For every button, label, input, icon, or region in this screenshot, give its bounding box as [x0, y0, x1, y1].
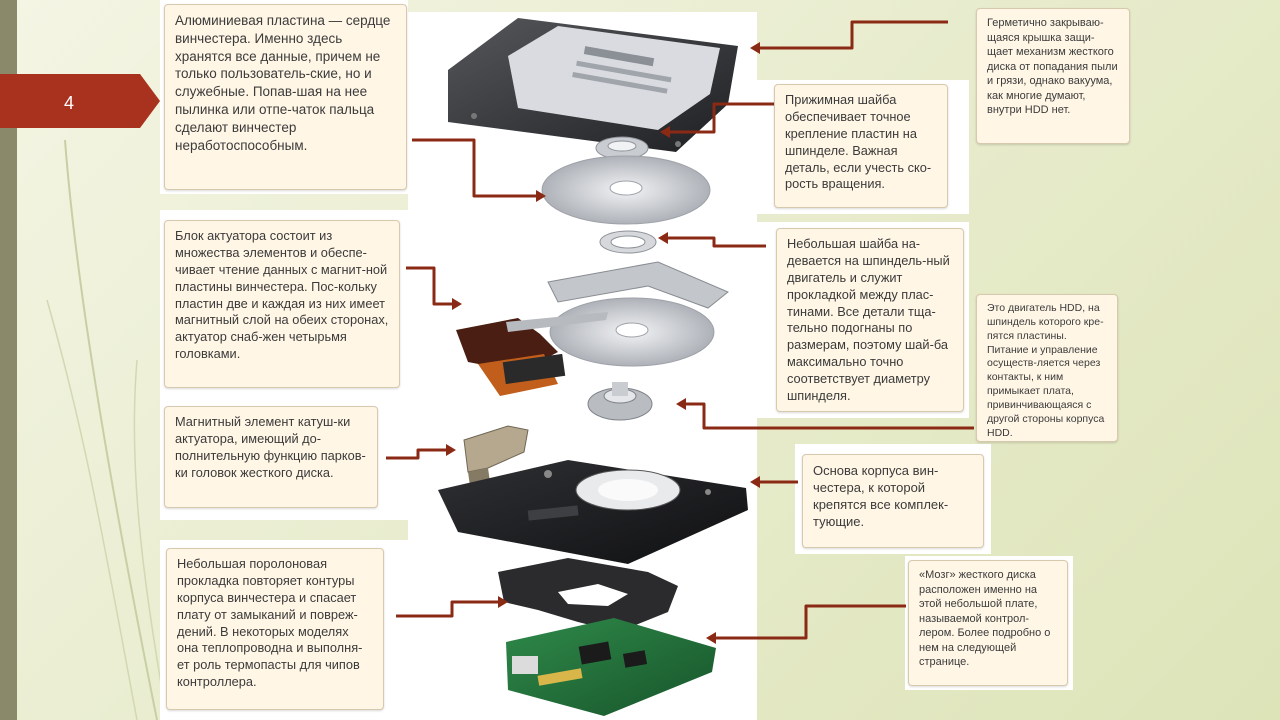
callout-cover: Герметично закрываю-щаяся крышка защи-ща… [976, 8, 1130, 144]
arrow-foam [396, 600, 498, 618]
callout-cover-text: Герметично закрываю-щаяся крышка защи-ща… [987, 17, 1118, 117]
arrow-motor [686, 402, 974, 430]
callout-base: Основа корпуса вин-честера, к которой кр… [802, 454, 984, 548]
arrow-clamp [670, 102, 774, 134]
page-number: 4 [64, 93, 75, 113]
callout-platter: Алюминиевая пластина — сердце винчестера… [164, 4, 407, 190]
callout-clamp-text: Прижимная шайба обеспечивает точное креп… [785, 92, 932, 192]
callout-controller-text: «Мозг» жесткого диска расположен именно … [919, 569, 1051, 669]
callout-spacer-text: Небольшая шайба на-девается на шпиндель-… [787, 236, 950, 404]
callout-actuator-text: Блок актуатора состоит из множества элем… [175, 228, 389, 362]
decorative-lines [46, 139, 168, 720]
arrow-spacer [668, 236, 766, 248]
callout-controller: «Мозг» жесткого диска расположен именно … [908, 560, 1068, 686]
spacer-ring-illustration [599, 230, 657, 254]
callout-foam: Небольшая поролоновая прокладка повторяе… [166, 548, 384, 710]
callout-base-text: Основа корпуса вин-честера, к которой кр… [813, 463, 949, 530]
foam-gasket-illustration [498, 558, 678, 632]
arrow-platter [412, 138, 536, 198]
clamp-illustration [595, 136, 649, 160]
hdd-exploded-illustration [438, 18, 748, 716]
arrow-actuator [406, 266, 452, 306]
arrow-controller [716, 604, 906, 640]
left-decorative-strip [0, 0, 17, 720]
hdd-exploded-photo [408, 12, 757, 720]
base-casting-illustration [438, 460, 748, 564]
spindle-motor-illustration [587, 382, 653, 421]
callout-magnet: Магнитный элемент катуш-ки актуатора, им… [164, 406, 378, 508]
magnet-illustration [463, 425, 529, 486]
platter-top-illustration [541, 155, 711, 225]
callout-motor: Это двигатель HDD, на шпиндель которого … [976, 294, 1118, 442]
callout-spacer: Небольшая шайба на-девается на шпиндель-… [776, 228, 964, 412]
cover-illustration [448, 18, 738, 152]
callout-clamp: Прижимная шайба обеспечивает точное креп… [774, 84, 948, 208]
callout-foam-text: Небольшая поролоновая прокладка повторяе… [177, 556, 363, 690]
arrow-cover [760, 20, 948, 50]
actuator-illustration [456, 261, 729, 396]
page-number-tab [0, 74, 160, 128]
pcb-illustration [506, 618, 716, 716]
callout-magnet-text: Магнитный элемент катуш-ки актуатора, им… [175, 414, 366, 480]
arrow-magnet [386, 448, 446, 460]
callout-motor-text: Это двигатель HDD, на шпиндель которого … [987, 302, 1105, 439]
callout-platter-text: Алюминиевая пластина — сердце винчестера… [175, 13, 391, 153]
callout-actuator: Блок актуатора состоит из множества элем… [164, 220, 400, 388]
